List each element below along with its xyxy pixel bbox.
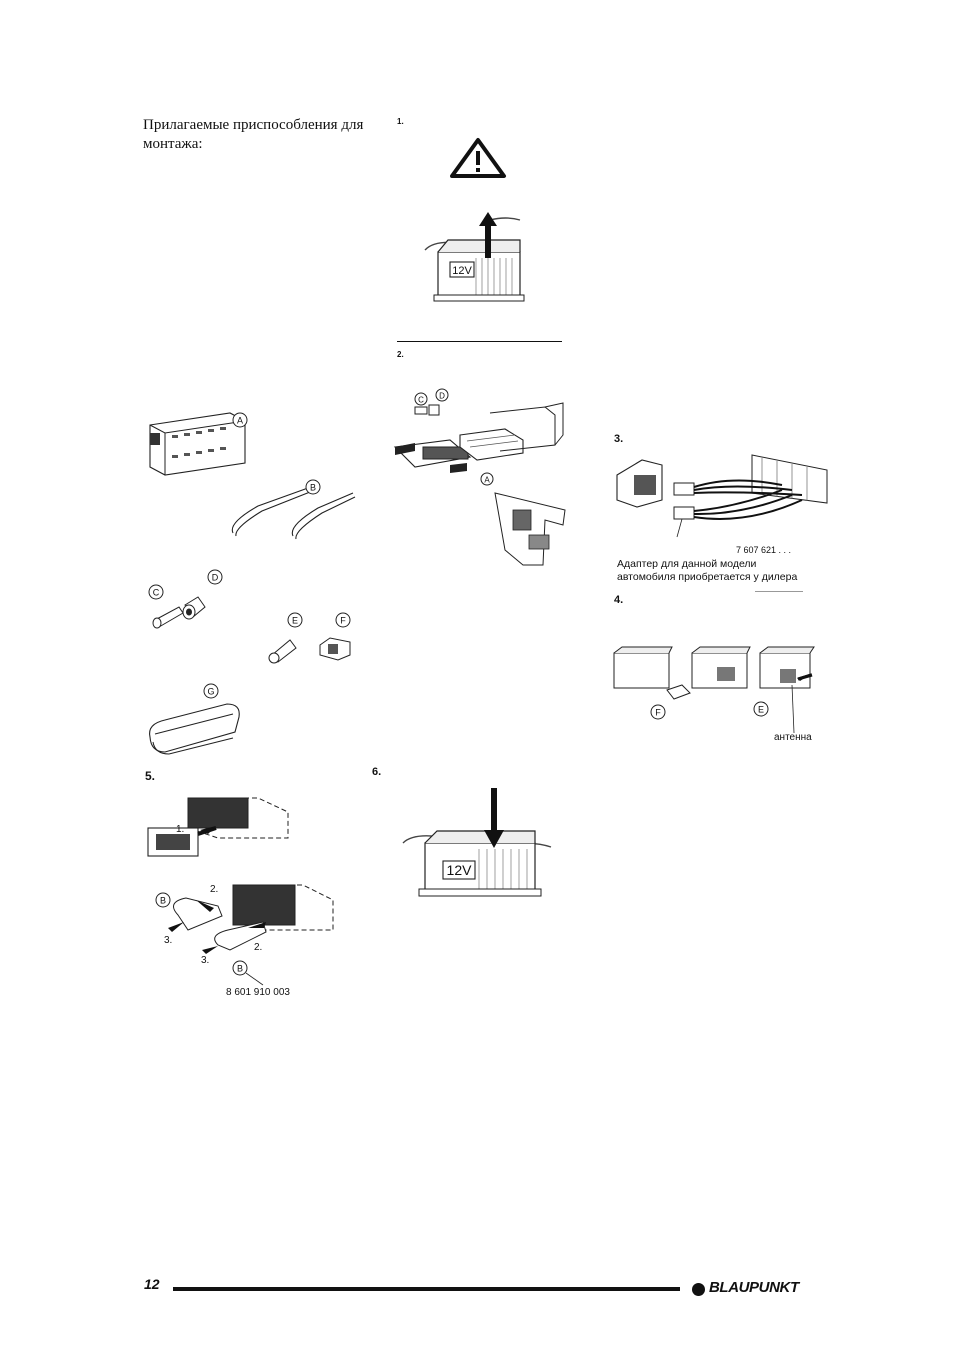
battery-reconnect-illustration: 12V — [402, 830, 552, 897]
brand-logo-dot — [692, 1283, 705, 1296]
part-label-d: D — [439, 392, 445, 401]
page-title: Прилагаемые приспособления для монтажа: — [143, 117, 364, 152]
adapter-part-number: 7 607 621 . . . — [736, 545, 792, 555]
adapter-note-line-1: Адаптер для данной модели — [617, 558, 757, 570]
adapter-wiring-illustration — [616, 454, 828, 538]
step5-sub-1: 1. — [176, 824, 185, 835]
battery-label: 12V — [452, 265, 472, 277]
part-label-c: C — [418, 396, 424, 405]
battery-label-step6: 12V — [447, 862, 473, 878]
part-label-b-step5-b: B — [237, 964, 243, 974]
radio-insertion-illustration: C D A — [393, 388, 566, 566]
antenna-label: антенна — [774, 732, 812, 743]
antenna-connection-illustration: F E — [613, 646, 815, 734]
arrow-down-icon — [484, 788, 504, 848]
part-label-e: E — [292, 616, 298, 626]
arrow-up-icon — [479, 212, 497, 258]
divider — [755, 591, 803, 592]
step5-sub-2b: 2. — [254, 942, 263, 953]
removal-key-part-number: 8 601 910 003 — [226, 987, 290, 998]
step-1-number: 1. — [397, 117, 404, 126]
adapter-note-line-2: автомобиля приобретается у дилера — [617, 571, 798, 583]
part-label-b-step5-a: B — [160, 896, 166, 906]
divider — [397, 341, 562, 342]
part-label-d-parts: D — [212, 573, 219, 583]
battery-disconnect-illustration: 12V — [424, 217, 525, 302]
part-label-g: G — [207, 687, 214, 697]
footer-rule — [173, 1287, 680, 1291]
screws-cd-illustration: C D — [148, 569, 223, 629]
page-number: 12 — [144, 1276, 160, 1292]
step-5-number: 5. — [145, 769, 156, 783]
step-3-number: 3. — [614, 433, 624, 445]
part-label-b: B — [310, 483, 316, 493]
mounting-cage-illustration: A — [149, 412, 248, 476]
brand-logo: BLAUPUNKT — [709, 1279, 799, 1296]
step5-sub-3b: 3. — [201, 955, 210, 966]
clips-ef-illustration: E F — [268, 612, 351, 664]
step-2-number: 2. — [397, 350, 404, 359]
step-6-number: 6. — [372, 766, 382, 778]
part-label-f: F — [340, 616, 346, 626]
step5-sub-2a: 2. — [210, 884, 219, 895]
warning-triangle-icon — [450, 138, 506, 178]
removal-keys-illustration: B — [231, 479, 356, 540]
part-label-e-step4: E — [758, 705, 764, 715]
part-label-a-cage: A — [237, 416, 243, 426]
part-label-c-parts: C — [153, 588, 160, 598]
step-4-number: 4. — [614, 594, 624, 606]
step5-sub-3a: 3. — [164, 935, 173, 946]
case-g-illustration: G — [149, 683, 240, 755]
radio-removal-illustration: B B — [147, 797, 334, 986]
part-label-a: A — [484, 476, 490, 485]
part-label-f-step4: F — [655, 708, 661, 718]
